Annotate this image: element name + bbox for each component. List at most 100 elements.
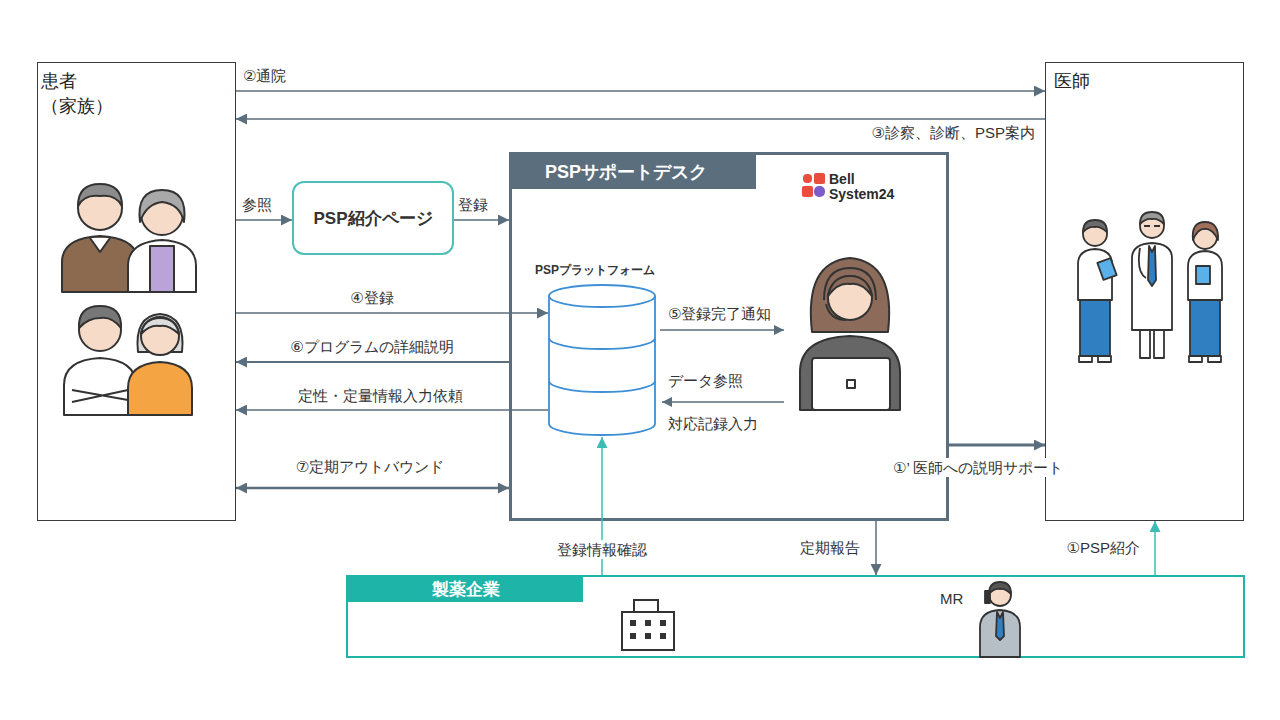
clipboard — [1097, 258, 1116, 280]
person-head — [1193, 225, 1217, 249]
building-window — [630, 620, 636, 626]
support-desk-box: PSPプラットフォーム PSPサポートデスク Bell System24 — [509, 152, 949, 521]
doctor-leg — [1154, 330, 1164, 358]
person-hair — [139, 190, 184, 222]
cylinder-body — [549, 296, 655, 435]
flow-connector — [454, 219, 509, 221]
flow-connector — [236, 409, 548, 411]
person-body — [62, 236, 138, 292]
person-hair — [1140, 212, 1164, 224]
person-shoe — [1098, 356, 1111, 362]
connector-label: ①’ 医師への説明サポート — [890, 458, 1066, 477]
flow-label: データ参照 — [668, 371, 743, 390]
person-body — [128, 362, 192, 415]
connector-label: ③診察、診断、PSP案内 — [872, 123, 1035, 142]
doctor-leg — [1140, 330, 1150, 358]
desk-heading: PSPサポートデスク — [512, 155, 756, 189]
person-head — [1140, 214, 1164, 238]
actor-box: 患者 （家族） — [37, 62, 236, 521]
doctor-coat — [1132, 243, 1172, 330]
person-hair — [989, 582, 1011, 594]
cylinder-band — [549, 338, 655, 349]
connector-label: 登録情報確認 — [554, 540, 650, 559]
flow-connector — [236, 361, 509, 363]
flow-connector — [236, 219, 292, 221]
building-body — [622, 612, 674, 650]
person-hair — [137, 314, 182, 352]
flow-connector — [236, 487, 509, 490]
person-hair — [79, 306, 121, 328]
flow-connector — [236, 312, 548, 314]
doctor-tie — [1148, 246, 1156, 286]
cylinder-top — [549, 285, 655, 307]
connector-label: 登録 — [458, 195, 488, 214]
headset-mic — [826, 304, 846, 320]
person-body — [1078, 249, 1112, 300]
clipboard — [1196, 266, 1210, 284]
flow-arrow — [660, 329, 784, 331]
person-shirt — [150, 246, 174, 292]
person-collar — [90, 238, 110, 252]
company-box: 製薬企業MR — [346, 575, 1245, 658]
operator-head — [828, 276, 872, 320]
person-head — [78, 186, 122, 230]
connector-label: 参照 — [242, 195, 272, 214]
person-body — [128, 240, 196, 292]
connector-label: ①PSP紹介 — [1067, 538, 1140, 557]
mr-illustration — [980, 582, 1020, 657]
laptop — [812, 358, 890, 410]
actor-name: 患者 （家族） — [41, 69, 125, 119]
operator-body — [800, 336, 900, 410]
flow-connector — [949, 444, 1045, 447]
operator-hair — [811, 258, 889, 332]
company-heading: 製薬企業 — [348, 577, 583, 602]
database-name: PSPプラットフォーム — [535, 262, 655, 279]
flow-connector — [236, 118, 1045, 120]
logo-tile — [803, 174, 812, 183]
person-hair — [1083, 220, 1107, 232]
person-hair — [1193, 222, 1218, 240]
person-hair — [78, 184, 122, 206]
company-logo-text: Bell System24 — [829, 172, 901, 202]
person-head — [79, 309, 121, 351]
connector-label: ②通院 — [243, 66, 286, 85]
glasses — [1144, 225, 1160, 227]
connector-label: 定性・定量情報入力依頼 — [298, 386, 463, 405]
flow-connector — [1154, 521, 1156, 575]
building-window — [660, 633, 666, 639]
headset — [824, 268, 876, 300]
connector-label: ⑦定期アウトバウンド — [296, 457, 444, 476]
operator-bangs — [828, 276, 872, 296]
flow-label: ⑤登録完了通知 — [668, 304, 771, 323]
actor-box: 医師 — [1045, 62, 1244, 521]
person-shoe — [1208, 356, 1221, 362]
flow-label: 対応記録入力 — [668, 414, 758, 433]
logo-tile — [814, 173, 825, 184]
person-shoe — [1189, 356, 1202, 362]
laptop-logo — [847, 380, 855, 388]
stethoscope — [1139, 248, 1146, 278]
database-node: PSPプラットフォーム — [548, 262, 656, 437]
building-icon — [622, 600, 674, 650]
page-name: PSP紹介ページ — [294, 183, 452, 253]
building-top — [634, 600, 658, 612]
family-illustration — [62, 184, 196, 415]
person-head — [1083, 222, 1107, 246]
person-body — [980, 610, 1020, 657]
cylinder-band — [549, 381, 655, 392]
database-cylinder — [548, 284, 656, 437]
building-window — [645, 633, 651, 639]
flow-connector — [236, 90, 1045, 92]
logo-tile — [802, 186, 813, 197]
phone — [985, 591, 990, 603]
person-pants — [1080, 300, 1110, 356]
person-arms — [72, 390, 128, 402]
flow-connector — [601, 437, 603, 575]
person-head — [989, 584, 1011, 606]
operator-illustration — [800, 258, 900, 410]
flow-connector — [875, 521, 877, 575]
building-window — [645, 620, 651, 626]
flow-arrow — [662, 401, 784, 403]
company-logo-mark — [802, 173, 825, 197]
actor-name: 医師 — [1054, 69, 1090, 94]
